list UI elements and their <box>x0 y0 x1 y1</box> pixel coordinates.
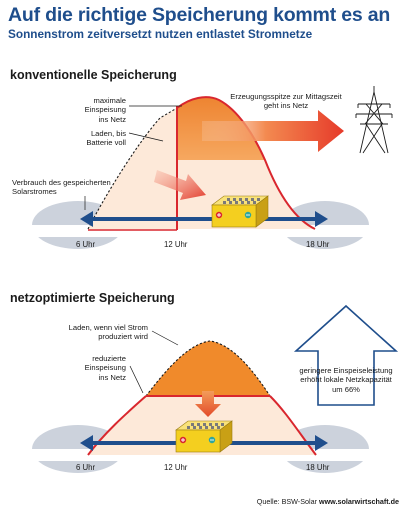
peak-fill-area-2 <box>146 341 270 396</box>
time-label-6-s1: 6 Uhr <box>76 240 96 249</box>
pale-fill-right <box>177 160 315 229</box>
production-curve-dashed <box>87 107 178 230</box>
grid-peak-arrow <box>202 110 344 152</box>
production-curve-red-left-2 <box>87 395 147 456</box>
section2-chart <box>20 304 399 473</box>
label-reduced-feed: reduzierte Einspeisung ins Netz <box>84 354 126 382</box>
source-credit: Quelle: BSW-Solar www.solarwirtschaft.de <box>257 497 399 506</box>
production-curve-dashed-2 <box>145 340 271 397</box>
time-label-12-s1: 12 Uhr <box>164 240 188 249</box>
label-capacity: geringere Einspeiseleistung erhöht lokal… <box>299 366 393 394</box>
page-title: Auf die richtige Speicherung kommt es an <box>8 4 391 26</box>
time-label-6-s2: 6 Uhr <box>76 463 96 472</box>
section1-title: konventionelle Speicherung <box>10 68 177 82</box>
time-label-18-s2: 18 Uhr <box>306 463 330 472</box>
time-axis-2-right-head <box>315 435 328 451</box>
source-url: www.solarwirtschaft.de <box>318 497 399 506</box>
battery-icon <box>211 195 269 228</box>
power-pylon-icon <box>355 86 393 154</box>
label-max-feed: maximale Einspeisung ins Netz <box>84 96 126 124</box>
section2-title: netzoptimierte Speicherung <box>10 291 175 305</box>
section1-chart <box>20 86 393 249</box>
capacity-up-arrow-outline <box>293 304 399 406</box>
leader-charge-full <box>128 132 164 142</box>
time-axis-2-left-head <box>80 435 93 451</box>
time-axis-1-left-head <box>80 211 93 227</box>
label-charge-peak: Laden, wenn viel Strom produziert wird <box>68 323 148 342</box>
pale-fill-area <box>88 108 177 229</box>
label-consumption: Verbrauch des gespeicherten Solarstromes <box>12 178 111 197</box>
time-label-18-s1: 18 Uhr <box>306 240 330 249</box>
page-subtitle: Sonnenstrom zeitversetzt nutzen entlaste… <box>8 27 313 41</box>
label-peak-grid: Erzeugungsspitze zur Mittagszeit geht in… <box>230 92 342 111</box>
production-curve-red-right-2 <box>269 395 317 456</box>
label-charge-full: Laden, bis Batterie voll <box>86 129 126 148</box>
time-label-12-s2: 12 Uhr <box>164 463 188 472</box>
charge-arrow-down <box>195 391 221 417</box>
battery-icon-2 <box>175 420 233 453</box>
time-axis-1-right-head <box>315 211 328 227</box>
leader-reduced-feed <box>129 365 144 394</box>
source-prefix: Quelle: BSW-Solar <box>256 497 317 506</box>
leader-charge-peak <box>151 330 179 346</box>
charge-arrow <box>154 170 206 200</box>
